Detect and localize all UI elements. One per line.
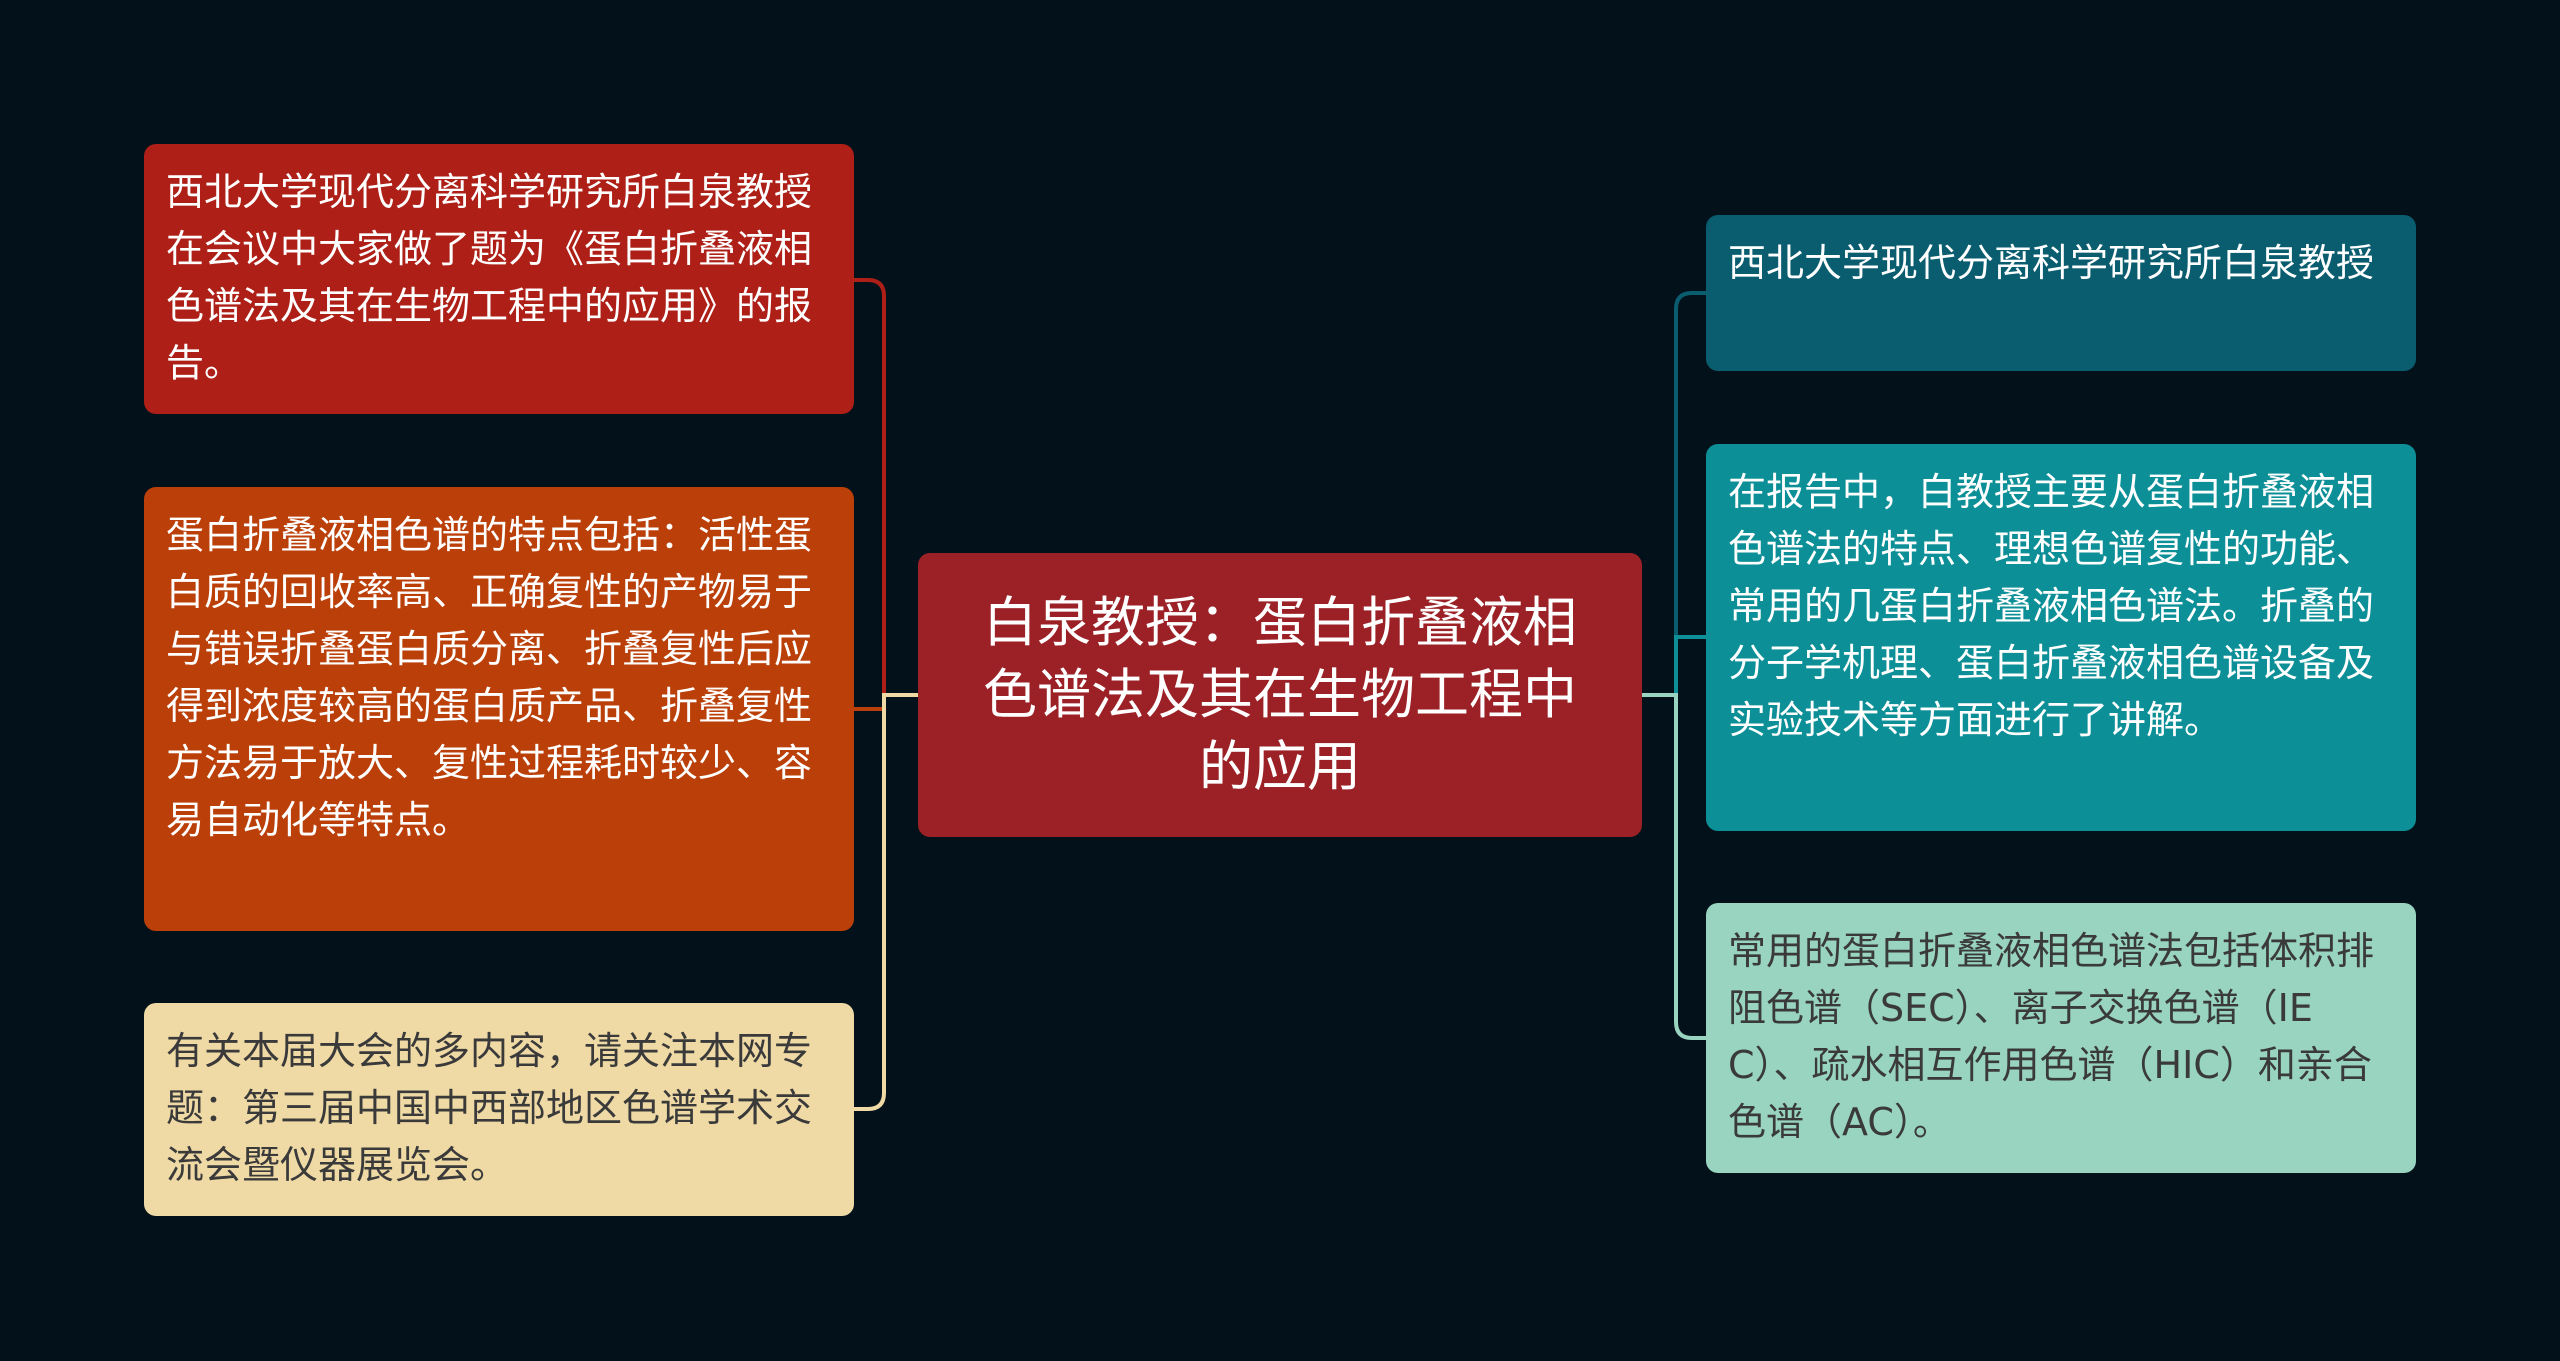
left-branch-3[interactable]: 有关本届大会的多内容，请关注本网专题：第三届中国中西部地区色谱学术交流会暨仪器展…: [144, 1003, 854, 1216]
right-branch-3[interactable]: 常用的蛋白折叠液相色谱法包括体积排阻色谱（SEC）、离子交换色谱（IEC）、疏水…: [1706, 903, 2416, 1173]
right-branch-2-text: 在报告中，白教授主要从蛋白折叠液相色谱法的特点、理想色谱复性的功能、常用的几蛋白…: [1728, 470, 2375, 742]
connector-left-3: [854, 693, 918, 1111]
left-branch-2-text: 蛋白折叠液相色谱的特点包括：活性蛋白质的回收率高、正确复性的产物易于与错误折叠蛋…: [166, 513, 813, 842]
connector-right-3: [1642, 693, 1706, 1040]
left-branch-3-text: 有关本届大会的多内容，请关注本网专题：第三届中国中西部地区色谱学术交流会暨仪器展…: [166, 1029, 813, 1187]
left-branch-1-text: 西北大学现代分离科学研究所白泉教授在会议中大家做了题为《蛋白折叠液相色谱法及其在…: [166, 170, 813, 385]
left-branch-2[interactable]: 蛋白折叠液相色谱的特点包括：活性蛋白质的回收率高、正确复性的产物易于与错误折叠蛋…: [144, 487, 854, 931]
right-branch-2[interactable]: 在报告中，白教授主要从蛋白折叠液相色谱法的特点、理想色谱复性的功能、常用的几蛋白…: [1706, 444, 2416, 831]
right-branch-1-text: 西北大学现代分离科学研究所白泉教授: [1728, 241, 2375, 285]
connector-right-2: [1642, 635, 1706, 697]
right-branch-1[interactable]: 西北大学现代分离科学研究所白泉教授: [1706, 215, 2416, 371]
central-topic-text: 白泉教授：蛋白折叠液相色谱法及其在生物工程中的应用: [983, 591, 1577, 798]
left-branch-1[interactable]: 西北大学现代分离科学研究所白泉教授在会议中大家做了题为《蛋白折叠液相色谱法及其在…: [144, 144, 854, 414]
connector-left-1: [854, 278, 918, 697]
central-topic[interactable]: 白泉教授：蛋白折叠液相色谱法及其在生物工程中的应用: [918, 553, 1642, 837]
connector-right-1: [1642, 291, 1706, 697]
right-branch-3-text: 常用的蛋白折叠液相色谱法包括体积排阻色谱（SEC）、离子交换色谱（IEC）、疏水…: [1728, 929, 2375, 1144]
